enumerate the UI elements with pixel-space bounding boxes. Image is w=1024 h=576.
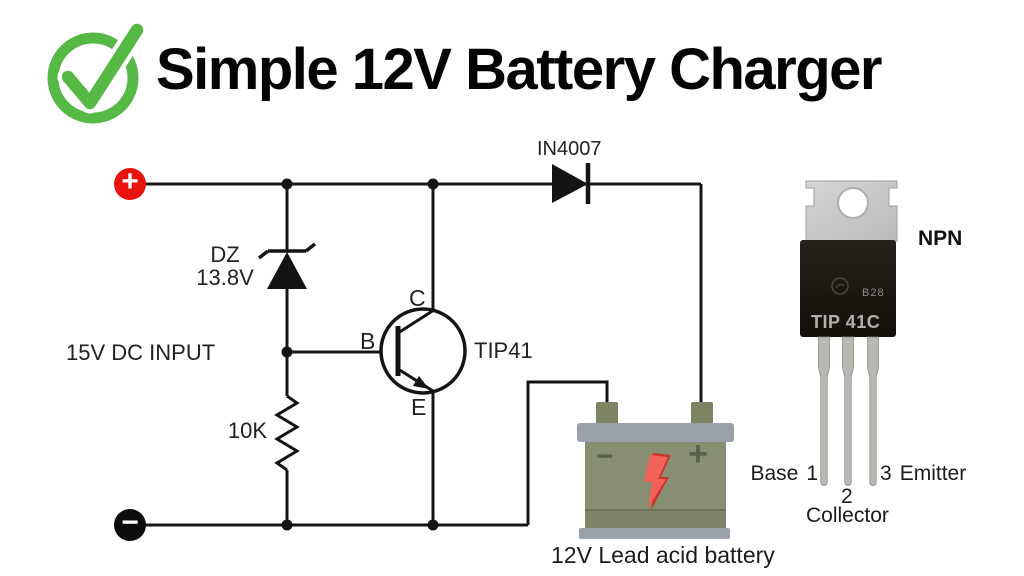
negative-terminal-icon: − [114,506,146,541]
plus-glyph: + [121,165,139,198]
emitter-pin-label: E [411,394,427,420]
pin1-name: Base [750,462,799,485]
mounting-hole [837,187,869,219]
battery-negative-wire [526,380,609,525]
transistor-name-label: TIP41 [474,338,533,363]
positive-terminal-icon: + [114,165,146,200]
transistor-symbol [379,307,467,395]
diode-name-label: IN4007 [537,138,602,160]
battery-bottom-band [585,509,726,530]
lightning-bolt-icon [644,453,671,510]
resistor-zigzag [274,394,300,472]
green-check-circle-icon [47,19,148,124]
wires [130,182,703,527]
pin3-number: 3 [880,462,892,485]
page-title: Simple 12V Battery Charger [156,37,882,102]
manufacturer-logo-mark [835,283,845,289]
pin2-name: Collector [806,504,889,527]
minus-glyph: − [121,506,139,539]
junction-dots [281,178,439,531]
package-batch-code: B28 [862,287,885,299]
input-voltage-label: 15V DC INPUT [66,340,216,365]
resistor-value-label: 10K [227,418,267,443]
package-part-number: TIP 41C [811,312,880,332]
emitter-arrow [413,376,429,389]
pin2-number: 2 [841,485,853,508]
package-type-label: NPN [918,227,963,250]
battery-positive-post [691,402,713,426]
pin1-label: Base 1 [744,462,818,485]
collector-pin-label: C [409,285,426,311]
base-pin-label: B [360,328,376,354]
battery-top-cap [577,423,734,442]
battery-negative-post [596,402,618,426]
zener-value: 13.8V [196,265,254,291]
tip41c-package-image: B28 TIP 41C [800,180,898,486]
zener-name: DZ [210,242,240,267]
manufacturer-logo-icon [831,277,849,295]
diode-symbol [552,163,591,204]
battery-plus-mark: + [688,435,708,473]
battery-minus-mark: − [596,440,614,473]
battery-bottom-cap [579,528,730,539]
battery-caption: 12V Lead acid battery [551,542,775,568]
pin1-number: 1 [806,462,818,485]
pin3-name: Emitter [899,462,967,485]
package-legs [818,336,879,486]
zener-diode-symbol [257,242,317,289]
zener-label: DZ 13.8V [193,243,257,289]
pin3-label: 3 Emitter [880,462,967,485]
